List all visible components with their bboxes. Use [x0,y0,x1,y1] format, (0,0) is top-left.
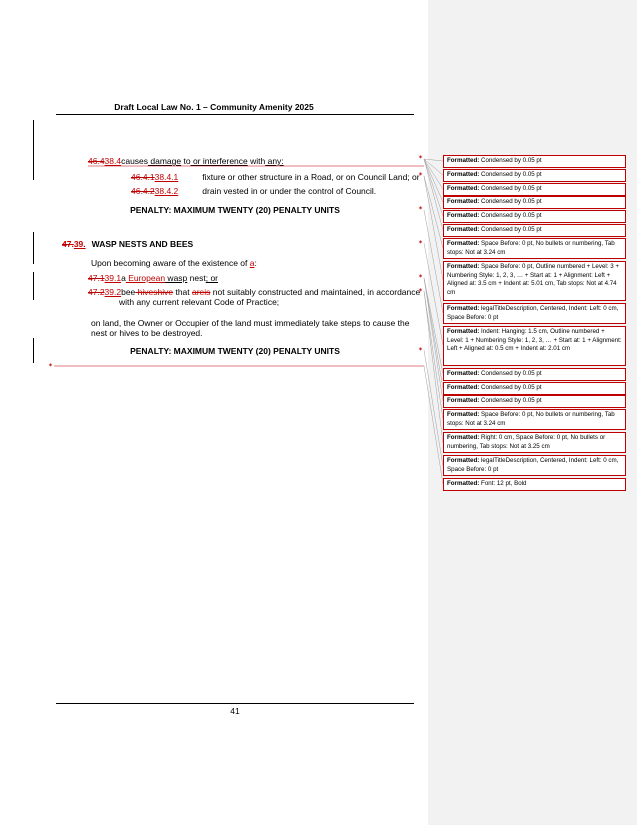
format-balloon[interactable]: Formatted: Space Before: 0 pt, No bullet… [443,409,626,430]
document-page [0,0,428,825]
change-bar [33,272,34,300]
change-bar [33,338,34,363]
item-39-1: 47.139.1a European wasp nest; or [88,273,218,283]
format-balloon[interactable]: Formatted: Condensed by 0.05 pt [443,183,626,196]
format-balloon[interactable]: Formatted: legalTitleDescription, Center… [443,303,626,324]
closing-text-line-1: on land, the Owner or Occupier of the la… [91,318,410,328]
format-balloon[interactable]: Formatted: Condensed by 0.05 pt [443,224,626,237]
intro-line: Upon becoming aware of the existence of … [91,258,257,268]
revision-marker: ✶ [48,363,54,369]
format-balloon[interactable]: Formatted: Indent: Hanging: 1.5 cm, Outl… [443,326,626,366]
format-balloon[interactable]: Formatted: Condensed by 0.05 pt [443,196,626,209]
format-balloon[interactable]: Formatted: Condensed by 0.05 pt [443,210,626,223]
revision-marker: ✶ [418,288,424,294]
change-bar [33,120,34,180]
format-balloon[interactable]: Formatted: Right: 0 cm, Space Before: 0 … [443,432,626,453]
penalty-line-2: PENALTY: MAXIMUM TWENTY (20) PENALTY UNI… [130,346,340,356]
format-balloon[interactable]: Formatted: Condensed by 0.05 pt [443,169,626,182]
revision-marker: ✶ [418,240,424,246]
revision-marker: ✶ [418,347,424,353]
page-header: Draft Local Law No. 1 – Community Amenit… [114,102,314,112]
format-balloon[interactable]: Formatted: Condensed by 0.05 pt [443,155,626,168]
revision-marker: ✶ [418,172,424,178]
format-balloon[interactable]: Formatted: Condensed by 0.05 pt [443,368,626,381]
closing-text-line-2: nest or hives to be destroyed. [91,328,203,338]
penalty-line-1: PENALTY: MAXIMUM TWENTY (20) PENALTY UNI… [130,205,340,215]
format-balloon[interactable]: Formatted: Space Before: 0 pt, Outline n… [443,261,626,301]
clause-38-4: 46.438.4causes damage to or interference… [88,156,284,166]
format-balloon[interactable]: Formatted: legalTitleDescription, Center… [443,455,626,476]
format-balloon[interactable]: Formatted: Font: 12 pt, Bold [443,478,626,491]
format-balloon[interactable]: Formatted: Condensed by 0.05 pt [443,382,626,395]
revision-marker: ✶ [418,206,424,212]
revision-marker: ✶ [418,155,424,161]
footer-rule [56,703,414,704]
format-balloon[interactable]: Formatted: Condensed by 0.05 pt [443,395,626,408]
header-rule [56,114,414,115]
change-bar [33,232,34,264]
section-heading-39: 47.39.WASP NESTS AND BEES [62,239,194,249]
item-39-2-cont: with any current relevant Code of Practi… [119,297,280,307]
format-balloon[interactable]: Formatted: Space Before: 0 pt, No bullet… [443,238,626,259]
page-number: 41 [230,706,240,716]
item-39-2: 47.239.2bee hiveshive that areis not sui… [88,287,421,297]
revision-marker: ✶ [418,274,424,280]
